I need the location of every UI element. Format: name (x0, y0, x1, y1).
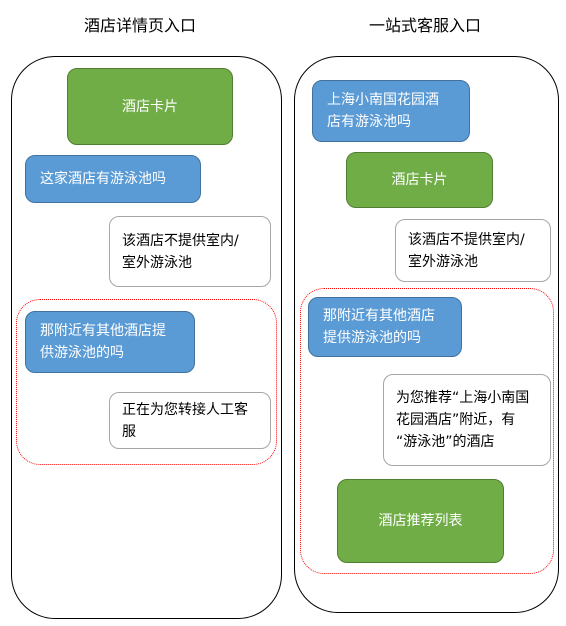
right-reply-1-text: 该酒店不提供室内/ 室外游泳池 (408, 231, 525, 270)
left-phone-frame (11, 56, 282, 619)
left-reply-2-text: 正在为您转接人工客 服 (122, 401, 248, 440)
left-user-question-2-text: 那附近有其他酒店提 供游泳池的吗 (40, 323, 166, 361)
right-user-question-2: 那附近有其他酒店 提供游泳池的吗 (308, 297, 462, 357)
right-phone-frame (294, 56, 559, 613)
right-user-question-1-text: 上海小南国花园酒 店有游泳池吗 (327, 92, 439, 130)
left-reply-1: 该酒店不提供室内/ 室外游泳池 (109, 216, 271, 287)
right-title: 一站式客服入口 (368, 16, 481, 35)
right-user-question-1: 上海小南国花园酒 店有游泳池吗 (312, 80, 470, 142)
left-highlight-region (16, 299, 277, 465)
left-user-question-1-text: 这家酒店有游泳池吗 (40, 171, 166, 187)
left-title: 酒店详情页入口 (83, 16, 196, 35)
right-hotel-recommend-list[interactable]: 酒店推荐列表 (337, 479, 504, 563)
right-reply-2: 为您推荐“上海小南国 花园酒店”附近，有 “游泳池”的酒店 (383, 374, 551, 466)
left-reply-2: 正在为您转接人工客 服 (109, 392, 271, 449)
right-reply-2-text: 为您推荐“上海小南国 花园酒店”附近，有 “游泳池”的酒店 (396, 390, 530, 450)
left-user-question-1: 这家酒店有游泳池吗 (25, 155, 201, 203)
left-hotel-card-label: 酒店卡片 (122, 98, 178, 115)
right-reply-1: 该酒店不提供室内/ 室外游泳池 (395, 219, 551, 282)
right-hotel-card-label: 酒店卡片 (391, 172, 448, 188)
left-reply-1-text: 该酒店不提供室内/ 室外游泳池 (122, 232, 239, 271)
right-hotel-recommend-list-label: 酒店推荐列表 (378, 513, 463, 529)
right-user-question-2-text: 那附近有其他酒店 提供游泳池的吗 (323, 308, 435, 346)
right-hotel-card[interactable]: 酒店卡片 (346, 152, 493, 208)
right-highlight-region (300, 288, 554, 574)
left-user-question-2: 那附近有其他酒店提 供游泳池的吗 (25, 311, 195, 373)
left-hotel-card[interactable]: 酒店卡片 (67, 68, 233, 145)
